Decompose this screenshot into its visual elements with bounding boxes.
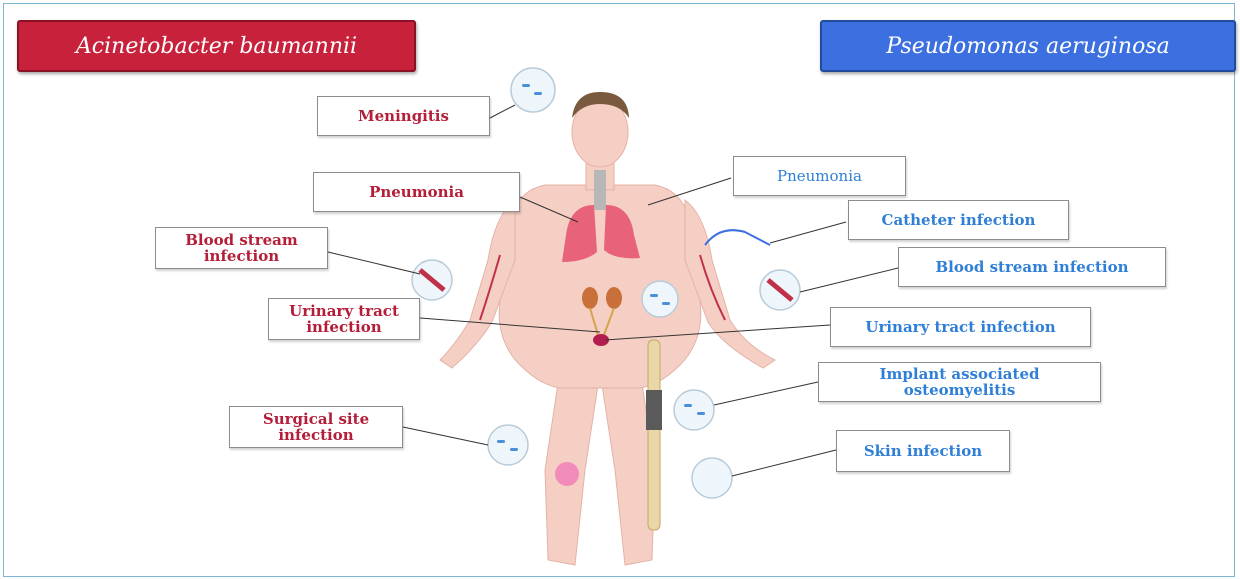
label-catheter: Catheter infection (848, 200, 1069, 240)
label-skin-infection: Skin infection (836, 430, 1010, 472)
label-pneumonia-pa: Pneumonia (733, 156, 906, 196)
trachea (594, 170, 606, 210)
body-silhouette (440, 97, 775, 565)
label-urinary-ab: Urinary tract infection (268, 298, 420, 340)
label-meningitis: Meningitis (317, 96, 490, 136)
knee-wound (555, 462, 579, 486)
acinetobacter-header: Acinetobacter baumannii (17, 20, 416, 72)
label-implant-osteomyelitis: Implant associated osteomyelitis (818, 362, 1101, 402)
label-blood-stream-pa: Blood stream infection (898, 247, 1166, 287)
label-urinary-pa: Urinary tract infection (830, 307, 1091, 347)
pseudomonas-title: Pseudomonas aeruginosa (886, 34, 1169, 59)
acinetobacter-title: Acinetobacter baumannii (76, 34, 357, 59)
pseudomonas-header: Pseudomonas aeruginosa (820, 20, 1236, 72)
label-blood-stream-ab: Blood stream infection (155, 227, 328, 269)
femur-implant (646, 340, 662, 530)
label-pneumonia-ab: Pneumonia (313, 172, 520, 212)
label-surgical-site: Surgical site infection (229, 406, 403, 448)
catheter (705, 230, 770, 245)
